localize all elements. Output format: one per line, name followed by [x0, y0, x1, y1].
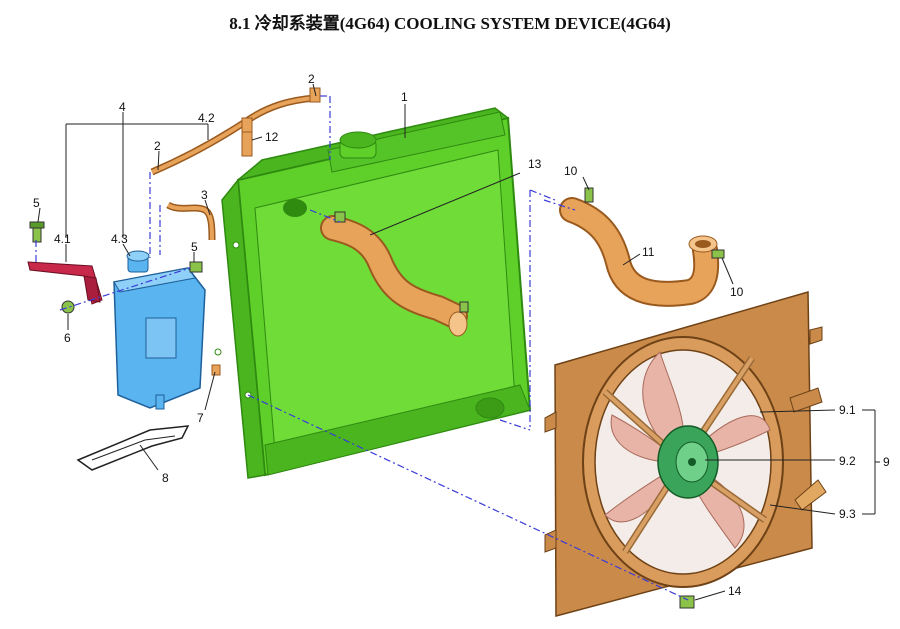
callout-2-left: 2 — [154, 139, 161, 153]
callout-14: 14 — [728, 584, 742, 598]
callout-11: 11 — [642, 245, 655, 259]
tank-pad — [76, 425, 190, 471]
assembly-lines — [35, 95, 689, 601]
tank-bracket — [27, 261, 103, 305]
callout-12: 12 — [265, 130, 279, 144]
callout-labels: 1 2 2 3 4 4.1 4.2 4.3 5 5 6 7 8 9 9.1 9.… — [33, 72, 890, 598]
callout-5-right: 5 — [191, 240, 198, 254]
clip-12 — [241, 131, 253, 157]
callout-9-3: 9.3 — [839, 507, 856, 521]
callout-2-top: 2 — [308, 72, 315, 86]
bolt-5-right — [189, 261, 203, 273]
nut-6 — [61, 300, 75, 314]
callout-7: 7 — [197, 411, 204, 425]
callout-9-1: 9.1 — [839, 403, 856, 417]
callout-4: 4 — [119, 100, 126, 114]
callout-8: 8 — [162, 471, 169, 485]
fan-motor — [657, 425, 719, 499]
bolt-5-left — [29, 221, 45, 243]
callout-3: 3 — [201, 188, 208, 202]
callout-1: 1 — [401, 90, 408, 104]
bolt-14 — [679, 595, 695, 609]
callout-4-2: 4.2 — [198, 111, 215, 125]
page-title: 8.1 冷却系装置(4G64) COOLING SYSTEM DEVICE(4G… — [229, 14, 671, 33]
hose-clamps — [334, 187, 725, 313]
callout-10-top: 10 — [564, 164, 578, 178]
fan-connector — [789, 387, 827, 511]
leader-lines — [37, 83, 880, 601]
upper-hose — [320, 215, 468, 337]
clip-7 — [211, 364, 221, 376]
small-hose — [166, 201, 216, 241]
callout-9: 9 — [883, 455, 890, 469]
callout-10-bottom: 10 — [730, 285, 744, 299]
callout-4-3: 4.3 — [111, 232, 128, 246]
radiator — [214, 107, 532, 479]
callout-9-2: 9.2 — [839, 454, 856, 468]
callout-5-left: 5 — [33, 196, 40, 210]
callout-13: 13 — [528, 157, 542, 171]
lower-hose — [559, 197, 720, 307]
callout-6: 6 — [64, 331, 71, 345]
reserve-tank — [113, 250, 206, 410]
callout-4-1: 4.1 — [54, 232, 71, 246]
